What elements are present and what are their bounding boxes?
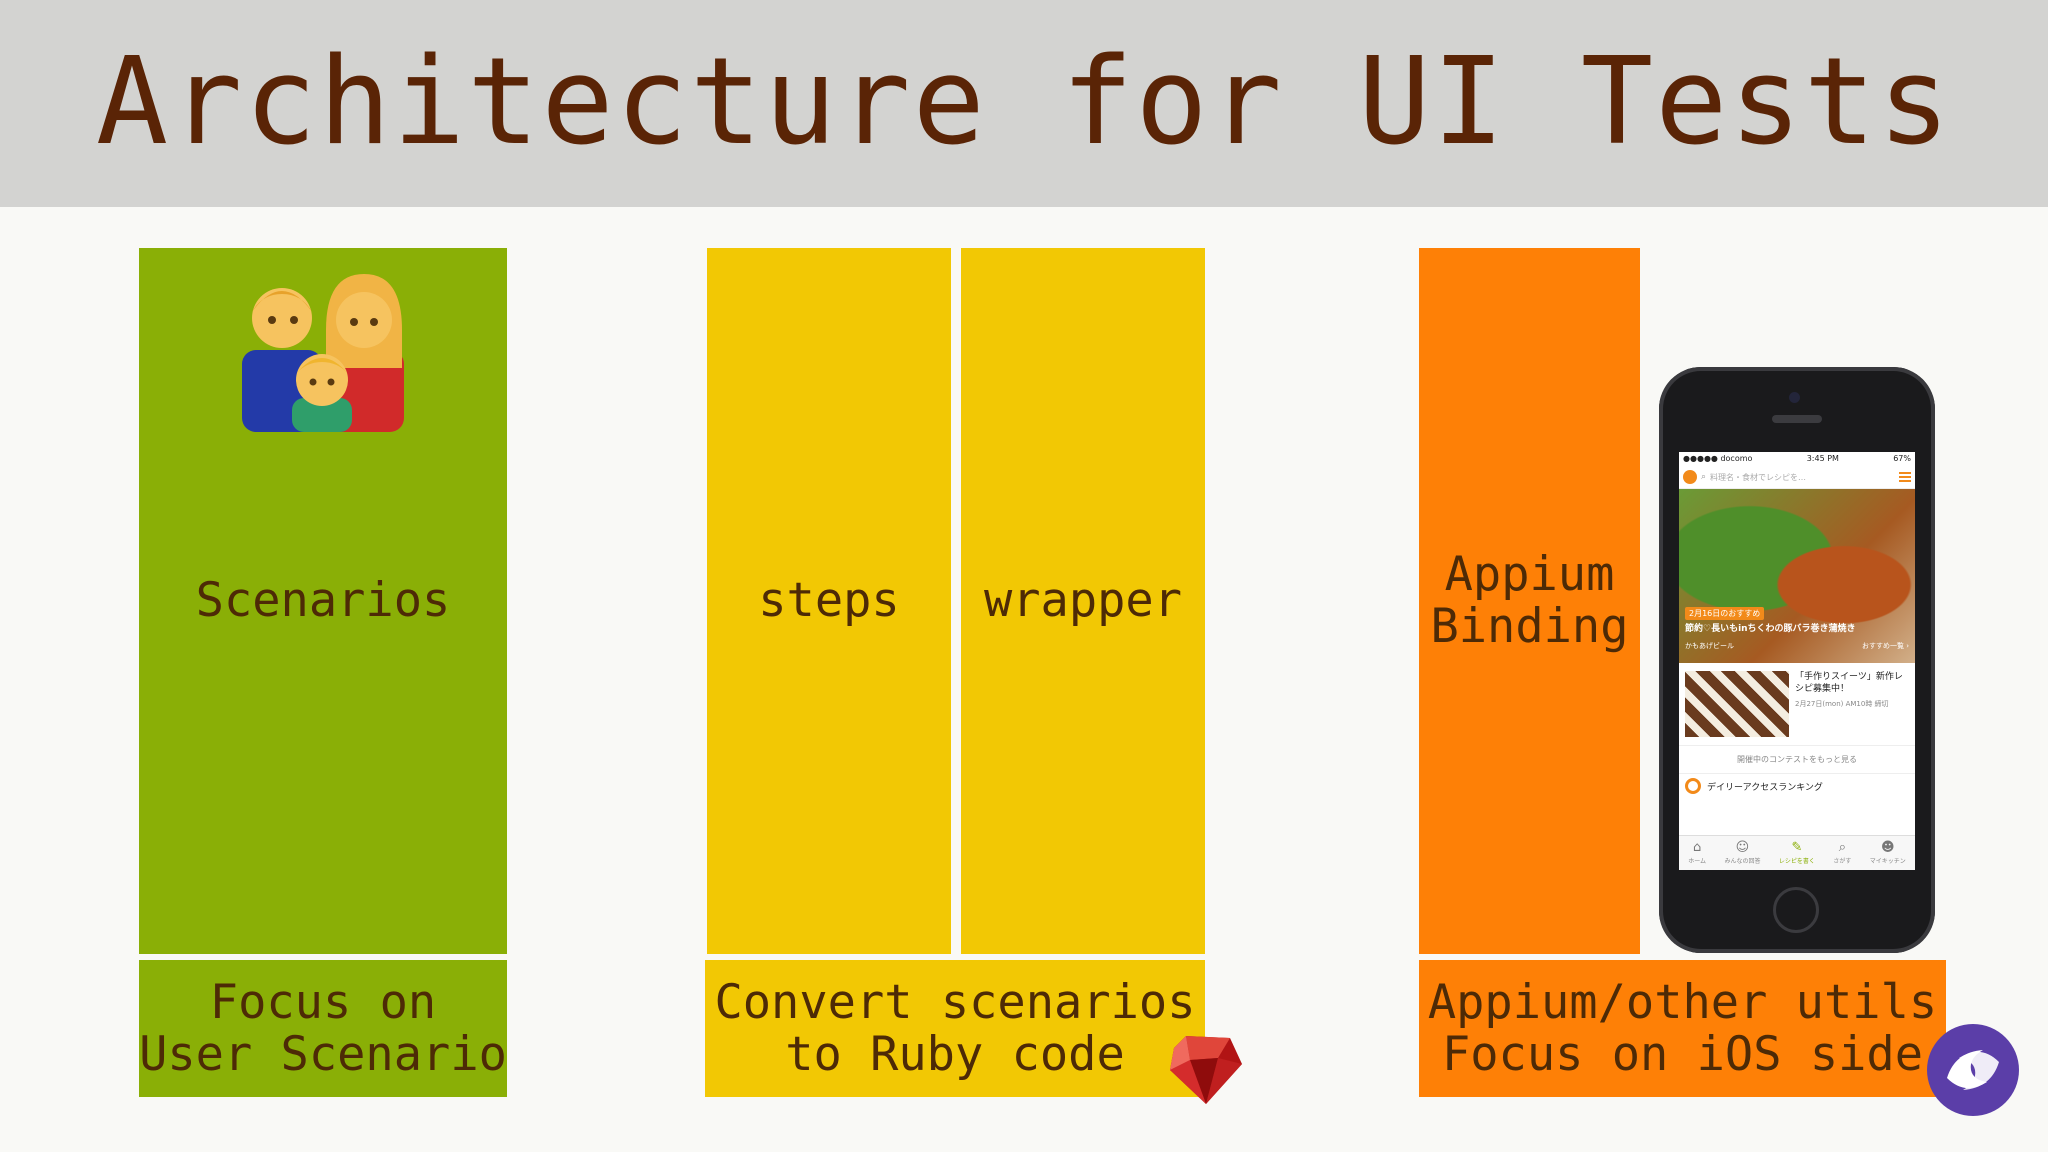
contest-deadline: 2月27日(mon) AM10時 締切 <box>1795 700 1889 708</box>
appium-caption: Appium/other utils Focus on iOS side <box>1419 960 1946 1097</box>
scenarios-label: Scenarios <box>195 573 451 628</box>
home-icon: ⌂ <box>1692 840 1702 855</box>
ranking-row[interactable]: デイリーアクセスランキング <box>1679 774 1915 798</box>
featured-recipe[interactable]: 2月16日のおすすめ 節約♡長いもinちくわの豚バラ巻き蒲焼き かもあげビール … <box>1679 489 1915 663</box>
slide-title: Architecture for UI Tests <box>95 33 1953 172</box>
search-icon: ⌕ <box>1701 472 1707 482</box>
app-bar: ⌕ 料理名・食材でレシピを… <box>1679 466 1915 489</box>
tab-search[interactable]: ⌕ さがす <box>1833 841 1851 865</box>
steps-block: steps <box>707 248 951 954</box>
featured-caption: 節約♡長いもinちくわの豚バラ巻き蒲焼き <box>1685 624 1856 634</box>
contest-image <box>1685 671 1789 737</box>
slide-header <box>0 0 2048 207</box>
family-emoji-icon <box>242 274 404 432</box>
tab-label: ホーム <box>1688 858 1707 865</box>
app-logo-icon[interactable] <box>1683 470 1697 484</box>
featured-tag: 2月16日のおすすめ <box>1685 607 1765 620</box>
convert-caption: Convert scenarios to Ruby code <box>705 960 1205 1097</box>
tab-label: レシピを書く <box>1778 858 1815 865</box>
tab-label: マイキッチン <box>1869 858 1906 865</box>
appium-binding-block: Appium Binding <box>1419 248 1640 954</box>
phone-screen: ●●●●● docomo 3:45 PM 67% ⌕ 料理名・食材でレシピを… … <box>1679 452 1915 870</box>
phone-home-button <box>1773 887 1819 933</box>
more-contests-link[interactable]: 開催中のコンテストをもっと見る <box>1679 746 1915 774</box>
appium-binding-label-line1: Appium <box>1444 547 1615 602</box>
scenarios-caption: Focus on User Scenario <box>139 960 507 1097</box>
wrapper-label: wrapper <box>983 573 1183 628</box>
search-icon: ⌕ <box>1838 840 1846 855</box>
menu-icon[interactable] <box>1899 472 1911 482</box>
appium-binding-label-line2: Binding <box>1430 599 1629 654</box>
status-battery: 67% <box>1893 454 1911 463</box>
clock-icon <box>1685 778 1701 794</box>
iphone-mockup: ●●●●● docomo 3:45 PM 67% ⌕ 料理名・食材でレシピを… … <box>1659 367 1935 953</box>
tab-my-kitchen[interactable]: ☻ マイキッチン <box>1870 841 1906 865</box>
featured-meta: かもあげビール おすすめ一覧 › <box>1685 641 1909 651</box>
steps-label: steps <box>758 573 900 628</box>
wrapper-block: wrapper <box>961 248 1205 954</box>
tab-bar: ⌂ ホーム ☺ みんなの回答 ✎ レシピを書く ⌕ さがす ☻ マイキッチン <box>1679 835 1915 870</box>
ranking-label: デイリーアクセスランキング <box>1707 782 1823 793</box>
chef-icon: ☺ <box>1735 840 1750 855</box>
featured-more-link[interactable]: おすすめ一覧 › <box>1861 642 1909 650</box>
person-icon: ☻ <box>1880 840 1895 855</box>
tab-answers[interactable]: ☺ みんなの回答 <box>1724 841 1760 865</box>
tab-label: みんなの回答 <box>1724 858 1761 865</box>
tab-write-recipe[interactable]: ✎ レシピを書く <box>1779 841 1815 865</box>
status-carrier: ●●●●● docomo <box>1683 454 1753 463</box>
contest-title: 「手作りスイーツ」新作レシピ募集中！ <box>1795 672 1903 694</box>
phone-speaker <box>1772 415 1822 423</box>
tab-home[interactable]: ⌂ ホーム <box>1688 841 1706 865</box>
phone-camera <box>1789 392 1800 403</box>
ruby-gem-icon <box>1170 1036 1242 1104</box>
tab-label: さがす <box>1833 858 1852 865</box>
status-bar: ●●●●● docomo 3:45 PM 67% <box>1679 452 1915 466</box>
featured-author: かもあげビール <box>1685 642 1734 650</box>
status-time: 3:45 PM <box>1806 454 1839 463</box>
xamarin-logo-icon <box>1927 1024 2019 1116</box>
contest-card[interactable]: 「手作りスイーツ」新作レシピ募集中！ 2月27日(mon) AM10時 締切 <box>1679 663 1915 746</box>
search-input[interactable]: 料理名・食材でレシピを… <box>1710 472 1807 482</box>
edit-icon: ✎ <box>1791 840 1803 855</box>
